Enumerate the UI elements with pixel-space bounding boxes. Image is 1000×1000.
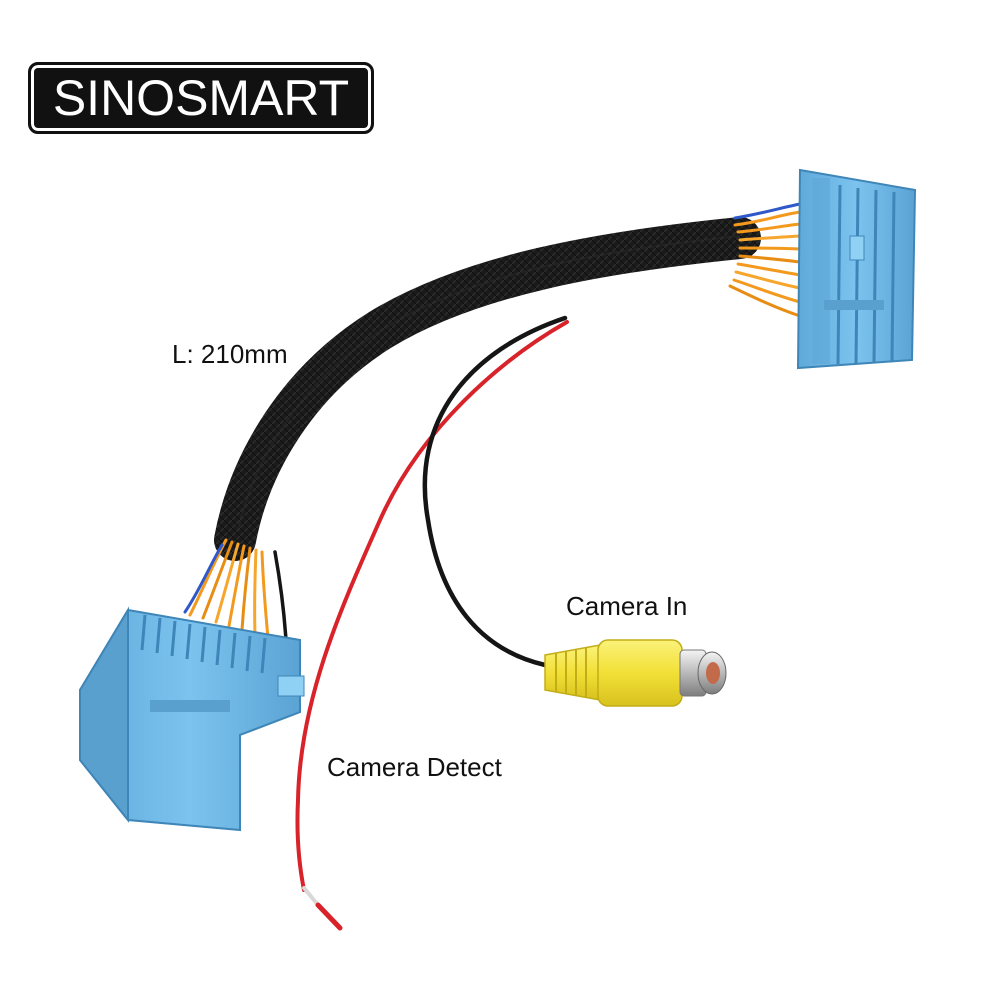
orange-wires-left (183, 538, 288, 642)
orange-wires-right (728, 202, 802, 318)
length-label: L: 210mm (172, 339, 288, 369)
woven-sleeve (214, 217, 761, 561)
brand-logo-text: SINOSMART (52, 70, 350, 126)
black-wire (422, 315, 568, 668)
red-wire (295, 320, 569, 931)
brand-logo: SINOSMART (28, 62, 374, 134)
right-connector (796, 168, 917, 370)
rca-connector (544, 639, 727, 707)
camera-in-label: Camera In (566, 591, 688, 621)
left-connector (79, 606, 305, 832)
camera-detect-label: Camera Detect (327, 752, 502, 782)
